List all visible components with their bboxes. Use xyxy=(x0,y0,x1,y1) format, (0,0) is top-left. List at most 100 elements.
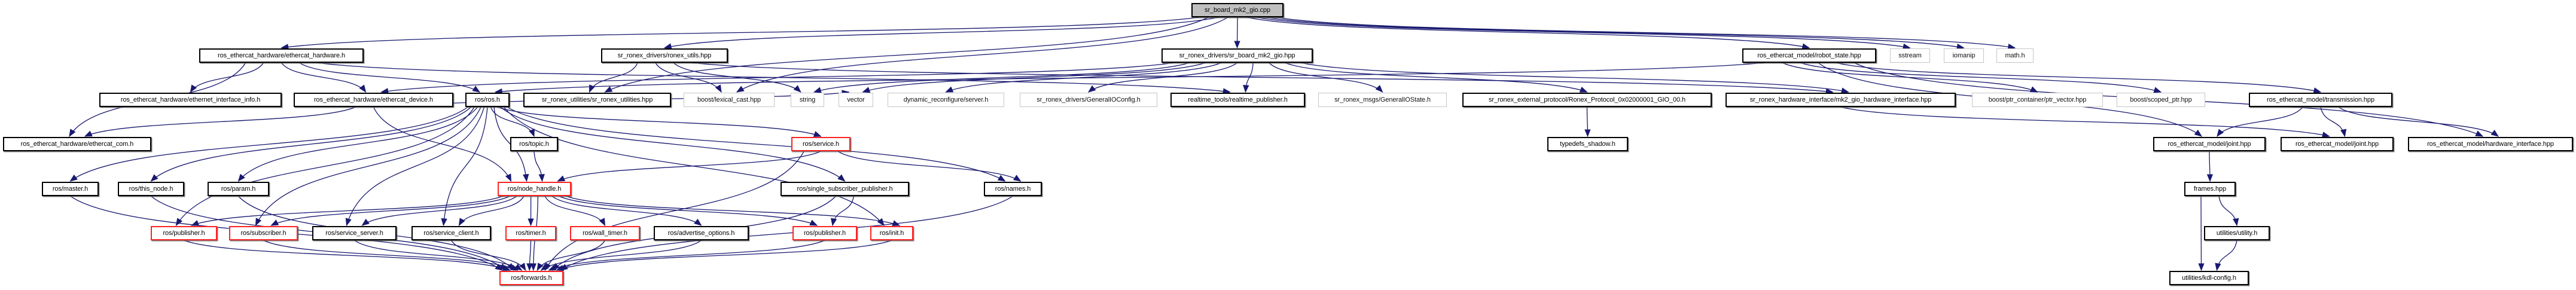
graph-node-sr-ronex-external-protocol-ronex-protocol-0x02000001-gio-00-h[interactable]: sr_ronex_external_protocol/Ronex_Protoco… xyxy=(1462,93,1712,107)
include-edge-A1-C5 xyxy=(736,17,1228,93)
include-edge-F2-G1 xyxy=(263,240,519,271)
graph-node-label: ros/topic.h xyxy=(519,141,549,148)
include-edge-C3-E2 xyxy=(150,106,472,182)
include-edge-E4-F6 xyxy=(544,196,606,227)
graph-node-ros-ethercat-model-hardware-interface-hpp[interactable]: ros_ethercat_model/hardware_interface.hp… xyxy=(2408,137,2573,151)
graph-node-sr-ronex-hardware-interface-mk2-gio-hardware-interface-hpp[interactable]: sr_ronex_hardware_interface/mk2_gio_hard… xyxy=(1726,93,1956,107)
graph-node-ros-this-node-h[interactable]: ros/this_node.h xyxy=(118,182,184,196)
graph-node-label: ros/node_handle.h xyxy=(507,185,562,193)
graph-node-ros-names-h[interactable]: ros/names.h xyxy=(984,182,1042,196)
graph-node-label: realtime_tools/realtime_publisher.h xyxy=(1188,96,1288,103)
graph-node-label: ros_ethercat_hardware/ethercat_com.h xyxy=(20,141,134,148)
include-edge-D3-E6 xyxy=(837,151,1022,182)
graph-node-ros-ethercat-model-transmission-hpp[interactable]: ros_ethercat_model/transmission.hpp xyxy=(2249,93,2392,107)
graph-node-typedefs-shadow-h[interactable]: typedefs_shadow.h xyxy=(1547,137,1628,151)
graph-node-ros-service-client-h[interactable]: ros/service_client.h xyxy=(411,226,491,240)
graph-node-label: sr_ronex_utilities/sr_ronex_utilities.hp… xyxy=(541,96,653,103)
include-edge-B3-C12 xyxy=(1285,62,1588,93)
include-edge-E7-F10 xyxy=(2218,196,2239,227)
graph-node-sr-ronex-msgs-generaliostate-h: sr_ronex_msgs/GeneralIOState.h xyxy=(1318,93,1447,107)
graph-node-utilities-kdl-config-h[interactable]: utilities/kdl-config.h xyxy=(2169,271,2249,285)
graph-node-label: ros/advertise_options.h xyxy=(667,230,735,237)
graph-node-ros-master-h[interactable]: ros/master.h xyxy=(42,182,99,196)
graph-node-ros-service-h[interactable]: ros/service.h xyxy=(791,137,850,151)
include-edge-F10-G2 xyxy=(2215,240,2237,271)
graph-node-label: ros/service_client.h xyxy=(423,230,479,237)
graph-node-sr-ronex-drivers-ronex-utils-hpp[interactable]: sr_ronex_drivers/ronex_utils.hpp xyxy=(601,48,728,63)
include-edge-F3-G1 xyxy=(354,240,523,271)
include-edge-A1-B5 xyxy=(1257,17,1911,50)
graph-node-label: ros/single_subscriber_publisher.h xyxy=(797,185,893,193)
graph-node-sr-ronex-drivers-sr-board-mk2-gio-hpp[interactable]: sr_ronex_drivers/sr_board_mk2_gio.hpp xyxy=(1162,48,1313,63)
include-edge-C3-E1 xyxy=(69,106,468,182)
graph-node-ros-ros-h[interactable]: ros/ros.h xyxy=(465,93,510,107)
include-edge-D3-E4 xyxy=(557,151,821,182)
graph-node-ros-ethercat-hardware-ethernet-interface-info-h[interactable]: ros_ethercat_hardware/ethernet_interface… xyxy=(99,93,282,107)
graph-node-label: ros_ethercat_model/transmission.hpp xyxy=(2267,96,2374,103)
graph-node-ros-service-server-h[interactable]: ros/service_server.h xyxy=(312,226,397,240)
graph-node-label: ros_ethercat_hardware/ethercat_device.h xyxy=(313,96,434,103)
graph-node-boost-scoped-ptr-hpp: boost/scoped_ptr.hpp xyxy=(2117,93,2205,107)
graph-node-sr-ronex-utilities-sr-ronex-utilities-hpp[interactable]: sr_ronex_utilities/sr_ronex_utilities.hp… xyxy=(523,93,671,107)
graph-node-ros-forwards-h[interactable]: ros/forwards.h xyxy=(499,271,563,285)
include-edge-B1-C3 xyxy=(299,62,481,93)
graph-node-dynamic-reconfigure-server-h: dynamic_reconfigure/server.h xyxy=(888,93,1004,107)
graph-node-label: sstream xyxy=(1898,52,1922,59)
graph-node-ros-wall-timer-h[interactable]: ros/wall_timer.h xyxy=(570,226,640,240)
graph-node-ros-ethercat-hardware-ethercat-hardware-h[interactable]: ros_ethercat_hardware/ethercat_hardware.… xyxy=(199,48,364,63)
include-edge-E4-F2 xyxy=(270,196,510,226)
graph-node-ros-publisher-h[interactable]: ros/publisher.h xyxy=(792,226,857,240)
include-edge-C3-F3 xyxy=(345,106,485,227)
graph-node-ros-ethercat-hardware-ethercat-com-h[interactable]: ros_ethercat_hardware/ethercat_com.h xyxy=(3,137,151,151)
include-edge-F9-G1 xyxy=(556,240,892,271)
graph-node-sr-ronex-drivers-generalioconfig-h: sr_ronex_drivers/GeneralIOConfig.h xyxy=(1020,93,1157,107)
graph-node-ros-single-subscriber-publisher-h[interactable]: ros/single_subscriber_publisher.h xyxy=(781,182,909,196)
graph-node-vector: vector xyxy=(839,93,873,107)
graph-node-label: boost/ptr_container/ptr_vector.hpp xyxy=(1988,96,2087,103)
include-edge-B3-C6 xyxy=(813,62,1190,93)
graph-node-label: ros/service_server.h xyxy=(325,230,383,237)
graph-node-label: string xyxy=(799,96,816,103)
graph-node-ros-ethercat-model-robot-state-hpp[interactable]: ros_ethercat_model/robot_state.hpp xyxy=(1742,48,1876,63)
graph-node-sstream: sstream xyxy=(1890,48,1930,63)
graph-node-ros-publisher-h[interactable]: ros/publisher.h xyxy=(151,226,217,240)
include-edge-E5-F8 xyxy=(830,196,855,227)
include-edge-E6-G1 xyxy=(560,196,1013,271)
include-edge-F5-G1 xyxy=(526,240,533,271)
graph-node-ros-ethercat-model-joint-hpp[interactable]: ros_ethercat_model/joint.hpp xyxy=(2153,137,2266,151)
graph-node-label: ros_ethercat_model/robot_state.hpp xyxy=(1757,52,1861,59)
graph-node-label: ros/publisher.h xyxy=(163,230,205,237)
include-edge-C3-F1 xyxy=(175,106,475,227)
graph-node-ros-timer-h[interactable]: ros/timer.h xyxy=(505,226,556,240)
graph-node-label: ros/init.h xyxy=(879,230,904,237)
graph-node-realtime-tools-realtime-publisher-h[interactable]: realtime_tools/realtime_publisher.h xyxy=(1170,93,1305,107)
include-edge-E4-F7 xyxy=(551,196,702,226)
include-edge-B2-C5 xyxy=(655,62,722,93)
graph-node-label: ros/publisher.h xyxy=(803,230,846,237)
include-edge-E7-G2 xyxy=(2198,196,2205,271)
graph-node-frames-hpp[interactable]: frames.hpp xyxy=(2184,182,2236,196)
graph-node-ros-topic-h[interactable]: ros/topic.h xyxy=(510,137,558,151)
graph-node-string: string xyxy=(791,93,824,107)
include-edge-C16-D7 xyxy=(2338,106,2499,137)
include-edge-B2-C13 xyxy=(691,62,1834,94)
graph-node-ros-node-handle-h[interactable]: ros/node_handle.h xyxy=(498,182,571,196)
include-edge-E4-F4 xyxy=(458,196,525,227)
graph-node-label: ros/param.h xyxy=(221,185,256,193)
graph-node-ros-init-h[interactable]: ros/init.h xyxy=(870,226,913,240)
graph-node-label: frames.hpp xyxy=(2193,185,2227,193)
graph-node-ros-subscriber-h[interactable]: ros/subscriber.h xyxy=(229,226,298,240)
graph-node-boost-ptr-container-ptr-vector-hpp: boost/ptr_container/ptr_vector.hpp xyxy=(1972,93,2103,107)
graph-node-label: ros/wall_timer.h xyxy=(583,230,627,237)
graph-node-ros-ethercat-hardware-ethercat-device-h[interactable]: ros_ethercat_hardware/ethercat_device.h xyxy=(294,93,453,107)
include-edge-D3-G1 xyxy=(544,151,804,271)
graph-node-ros-param-h[interactable]: ros/param.h xyxy=(208,182,269,196)
graph-node-label: ros_ethercat_model/hardware_interface.hp… xyxy=(2427,141,2554,148)
graph-node-ros-ethercat-model-joint-hpp[interactable]: ros_ethercat_model/joint.hpp xyxy=(2281,137,2394,151)
include-edge-D5-E7 xyxy=(2206,151,2214,182)
graph-node-sr-board-mk2-gio-cpp[interactable]: sr_board_mk2_gio.cpp xyxy=(1191,3,1284,17)
graph-node-ros-advertise-options-h[interactable]: ros/advertise_options.h xyxy=(654,226,749,240)
graph-node-label: boost/lexical_cast.hpp xyxy=(697,96,761,103)
graph-node-utilities-utility-h[interactable]: utilities/utility.h xyxy=(2204,226,2270,240)
